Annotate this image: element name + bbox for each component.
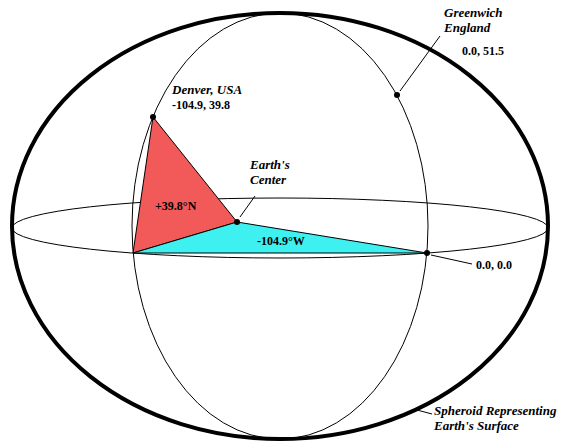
coordinate-label: 0.0, 0.0 [476, 259, 512, 273]
spheroid-outline [12, 13, 548, 439]
leader-line [431, 255, 472, 264]
center-label: Earth's Center [250, 158, 302, 188]
leader-line [400, 36, 440, 91]
coordinate-label: 0.0, 51.5 [462, 45, 504, 59]
leader-line [417, 410, 432, 414]
angle-label: +39.8°N [155, 200, 196, 214]
meridian-ellipse [132, 13, 428, 439]
denver-dot [150, 114, 156, 120]
place-name: Denver, USA [172, 83, 242, 98]
triangle-fill [133, 222, 427, 253]
center-dot [234, 219, 240, 225]
spheroid-label: Spheroid Representing Earth's Surface [434, 404, 562, 434]
origin-dot [424, 250, 430, 256]
greenwich-dot [394, 92, 400, 98]
leader-line [240, 196, 255, 217]
coordinate-label: -104.9, 39.8 [172, 99, 230, 113]
angle-label: -104.9°W [257, 235, 305, 249]
place-name: Greenwich England [444, 6, 516, 36]
equator-ellipse [12, 198, 548, 258]
longitude-triangle: -104.9°W [133, 222, 427, 253]
